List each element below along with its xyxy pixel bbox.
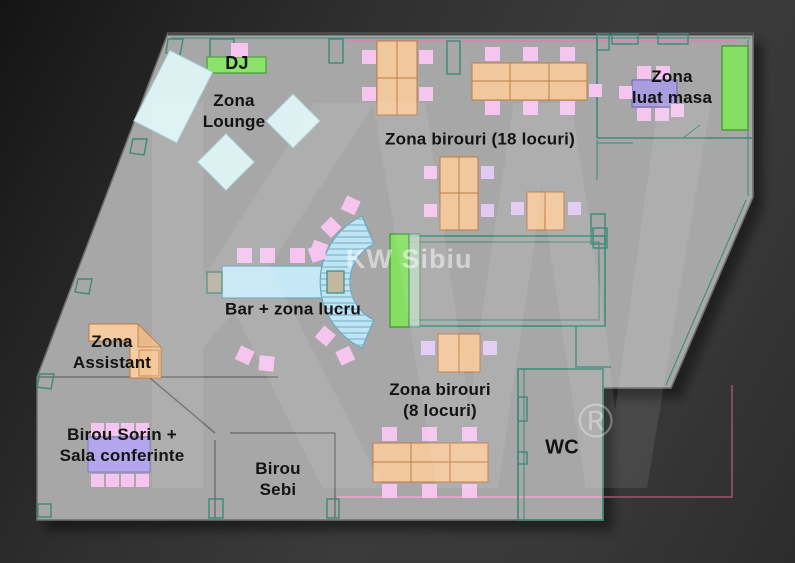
pink-line-outer [603,385,733,498]
lounge-table [133,49,214,144]
column-symbol [36,373,55,390]
door-swing [682,124,701,139]
desk-cluster-mid-a [424,156,494,231]
zone-label-assistant: Zona Assistant [72,331,152,372]
wc-room-outline [517,368,604,521]
bar-end-cabinet [206,271,223,294]
green-panel-middle-2 [408,233,421,328]
green-panels [206,45,749,328]
column-symbol [37,503,52,518]
desk-cluster-8b [372,427,489,498]
green-panel-dining [721,45,749,131]
column-symbol [165,38,184,56]
column-symbol [596,33,610,51]
lounge-furniture [133,49,321,191]
zone-label-dining: Zona luat masa [631,66,713,107]
dining-table-group [619,66,684,121]
zone-label-bar: Bar + zona lucru [225,299,361,319]
assistant-desk [88,323,162,379]
column-symbol [446,40,461,75]
zone-label-sebi: Birou Sebi [255,458,301,499]
lounge-table [197,133,255,191]
wc-fixture [517,396,528,422]
window-symbol [611,33,639,45]
column-symbol [328,38,344,64]
zone-label-sorin: Birou Sorin + Sala conferinte [59,424,185,465]
lounge-table [265,93,321,149]
desk-cluster-18a [362,40,433,116]
column-symbol [208,498,224,519]
green-panel-middle [389,233,410,328]
window-symbol [657,33,689,45]
door-symbol [326,498,340,519]
diagonal-wall-inner-line [665,199,747,386]
column-symbol [74,278,93,295]
conference-table [87,436,151,473]
conference-table-group [87,423,151,487]
zone-label-wc: WC [545,436,579,459]
dining-table [631,79,678,108]
bar-counter [221,265,331,299]
zone-label-offices-8: Zona birouri (8 locuri) [389,379,491,420]
desk-cluster-18b [471,47,602,115]
zone-label-offices-18: Zona birouri (18 locuri) [385,129,575,149]
desk-cluster-8a [421,333,497,373]
bar-arc-hatch [320,216,374,348]
column-symbol [129,138,148,156]
dj-chair [231,43,248,57]
desk-cluster-mid-b [511,191,581,231]
wc-fixture [517,451,528,465]
zone-label-lounge: Zona Lounge [202,90,266,131]
zone-label-dj: DJ [225,52,249,73]
bar-end-cabinet [326,270,345,294]
bar-area [206,215,375,349]
